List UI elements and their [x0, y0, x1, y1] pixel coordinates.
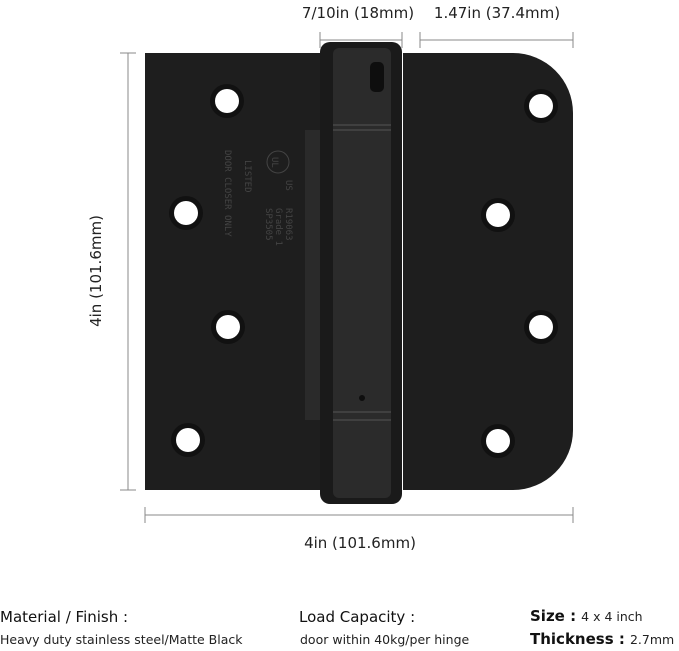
left-leaf: [145, 53, 325, 490]
load-value: door within 40kg/per hinge: [300, 632, 470, 647]
hinge: UL US LISTED DOOR CLOSER ONLY R19063 Gra…: [145, 42, 573, 504]
load-label: Load Capacity :: [299, 608, 416, 626]
svg-text:US: US: [283, 180, 293, 191]
screw-hole: [529, 315, 553, 339]
dimension-lines: [120, 32, 574, 523]
thickness-value: 2.7mm: [629, 632, 675, 647]
material-value: Heavy duty stainless steel/Matte Black: [0, 632, 243, 647]
screw-hole: [529, 94, 553, 118]
right-leaf: [403, 53, 573, 490]
size-value: 4 x 4 inch: [581, 609, 643, 624]
svg-text:LISTED: LISTED: [242, 160, 252, 193]
material-label: Material / Finish :: [0, 608, 129, 626]
svg-text:UL: UL: [269, 157, 279, 168]
screw-hole: [216, 315, 240, 339]
screw-hole: [176, 428, 200, 452]
screw-hole: [215, 89, 239, 113]
svg-text:Grade 1: Grade 1: [273, 208, 283, 246]
screw-hole: [486, 203, 510, 227]
screw-hole: [486, 429, 510, 453]
size-row: Size : 4 x 4 inch: [530, 606, 643, 625]
width-label: 4in (101.6mm): [304, 534, 416, 552]
thickness-row: Thickness : 2.7mm: [530, 629, 674, 648]
engraved-stamp: UL US LISTED DOOR CLOSER ONLY R19063 Gra…: [222, 150, 293, 246]
barrel-width-label: 7/10in (18mm): [302, 4, 414, 22]
thickness-label: Thickness :: [530, 630, 625, 648]
svg-text:SP3505: SP3505: [263, 208, 273, 241]
size-label: Size :: [530, 607, 577, 625]
screw-hole: [174, 201, 198, 225]
leaf-width-label: 1.47in (37.4mm): [434, 4, 560, 22]
svg-text:R19063: R19063: [283, 208, 293, 241]
svg-text:DOOR CLOSER ONLY: DOOR CLOSER ONLY: [222, 150, 232, 237]
height-label: 4in (101.6mm): [87, 215, 105, 327]
screw-holes: [169, 84, 558, 458]
